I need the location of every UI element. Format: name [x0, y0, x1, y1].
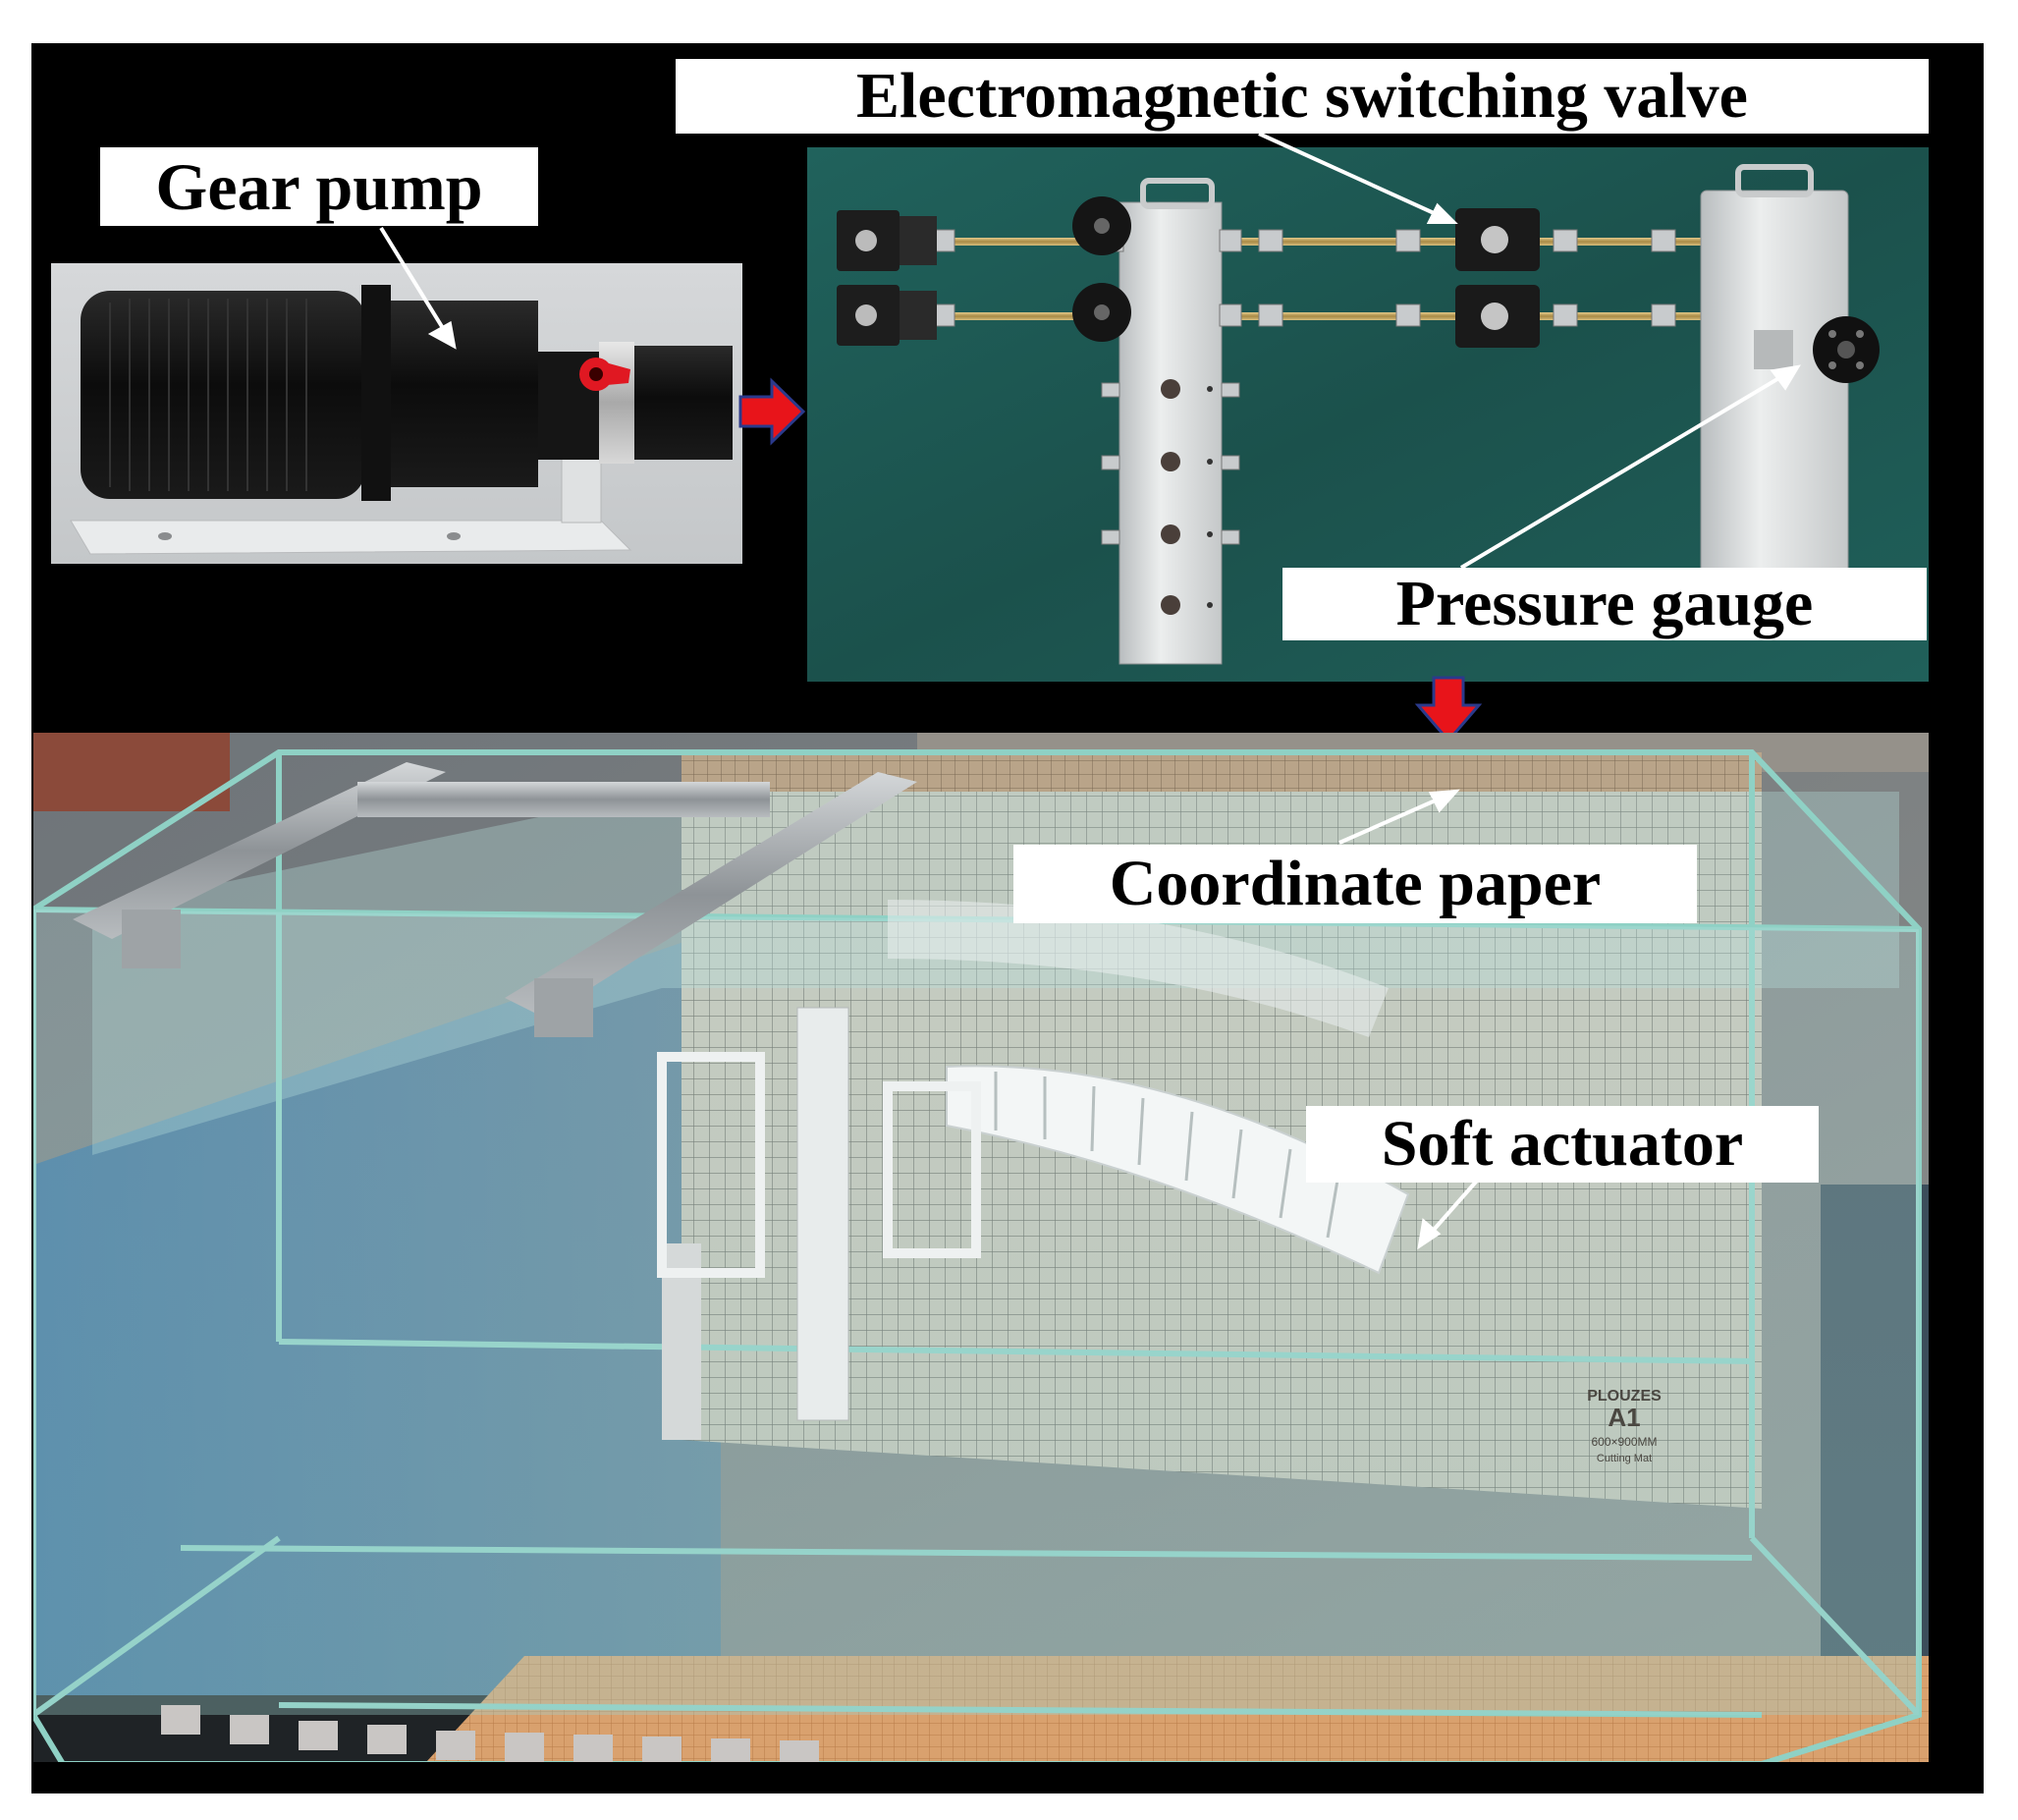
mat-sub: Cutting Mat [1597, 1453, 1652, 1464]
gear-pump-photo [51, 263, 742, 564]
mat-size: A1 [1608, 1403, 1640, 1432]
cutting-mat-marking: PLOUZES A1 600×900MM Cutting Mat [1587, 1388, 1662, 1464]
label-gear-pump: Gear pump [100, 147, 538, 226]
label-soft-actuator: Soft actuator [1306, 1106, 1819, 1183]
gear-pump-pointer [379, 226, 456, 348]
label-coordinate-paper: Coordinate paper [1013, 845, 1697, 923]
gauge-pointer [1459, 365, 1799, 570]
valve-pointer [1258, 132, 1454, 224]
flow-arrow-down-icon [1414, 676, 1483, 744]
mat-brand: PLOUZES [1587, 1388, 1662, 1405]
mat-dims: 600×900MM [1591, 1435, 1657, 1449]
flow-arrow-right-icon [738, 377, 805, 446]
label-pressure-gauge: Pressure gauge [1282, 568, 1927, 640]
label-electromagnetic-switching-valve: Electromagnetic switching valve [676, 59, 1929, 134]
